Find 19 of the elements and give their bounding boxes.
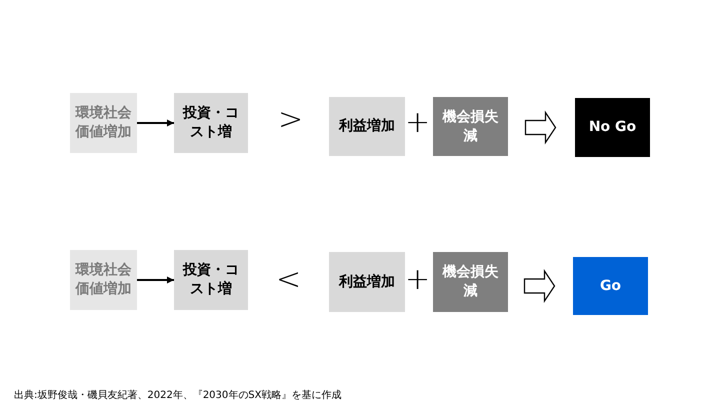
text-box: 投資・コスト増: [174, 93, 248, 153]
block-arrow: [524, 269, 556, 303]
block-arrow: [524, 110, 556, 144]
text-box: 投資・コスト増: [174, 250, 248, 310]
text-box: 利益増加: [329, 252, 405, 312]
text-box: 環境社会価値増加: [70, 93, 137, 153]
text-box: Go: [573, 257, 648, 315]
arrow: [137, 276, 174, 284]
operator-symbol: +: [405, 108, 430, 138]
operator-symbol: +: [405, 265, 430, 295]
text-box: No Go: [575, 98, 650, 157]
arrow: [137, 120, 174, 126]
source-note: 出典:坂野俊哉・磯貝友紀著、2022年、『2030年のSX戦略』を基に作成: [14, 388, 342, 402]
text-box: 環境社会価値増加: [70, 250, 137, 310]
text-box: 機会損失減: [433, 97, 508, 156]
operator-symbol: >: [278, 105, 304, 135]
text-box: 利益増加: [329, 97, 405, 156]
operator-symbol: <: [276, 265, 302, 295]
text-box: 機会損失減: [433, 252, 508, 312]
